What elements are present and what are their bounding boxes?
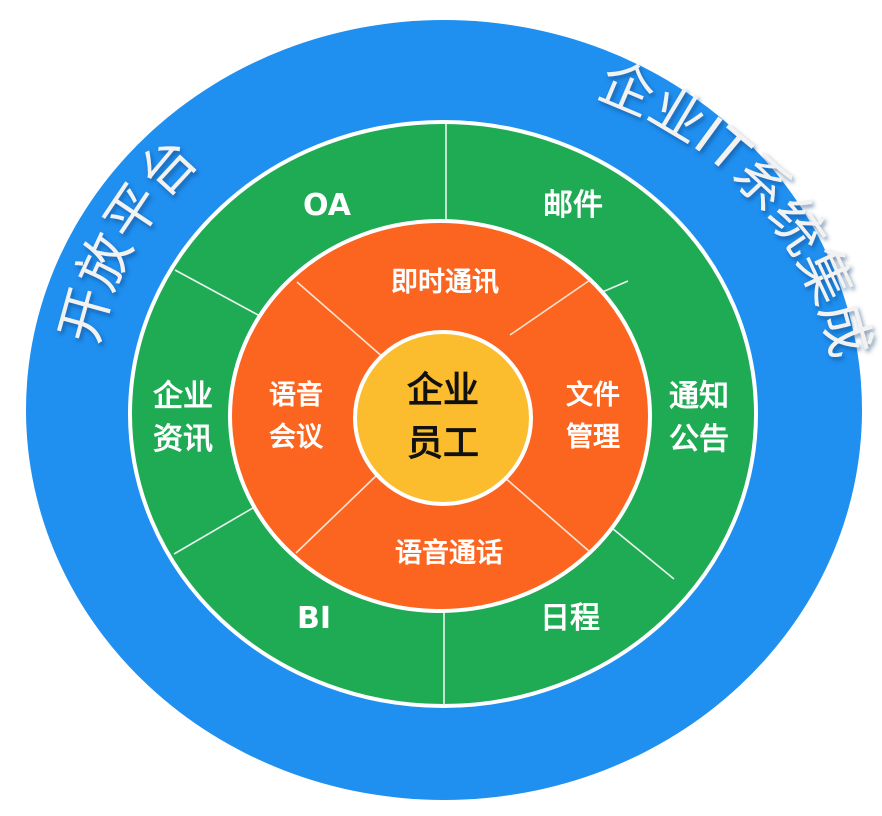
segment-schedule-label: 日程 <box>540 601 600 636</box>
segment-mail-label: 邮件 <box>543 188 603 223</box>
segment-bi-label: BI <box>297 601 331 636</box>
segment-voice-meeting-label-line1: 语音 <box>269 379 323 411</box>
segment-files-label-line1: 文件 <box>566 379 620 411</box>
segment-im-label: 即时通讯 <box>391 267 499 298</box>
segment-voice-meeting-label-line2: 会议 <box>269 422 324 453</box>
segment-notice-label-line1: 通知 <box>669 379 729 414</box>
core-label-line1: 企业 <box>407 369 479 411</box>
inner-ring-dividers <box>295 279 591 554</box>
segment-oa-label: OA <box>303 188 352 223</box>
segment-news-label-line2: 资讯 <box>153 422 213 457</box>
segment-voice-call-label: 语音通话 <box>395 537 503 569</box>
segment-files-label-line2: 管理 <box>566 422 620 453</box>
segment-notice-label-line2: 公告 <box>669 422 729 457</box>
core-circle <box>353 330 533 506</box>
core-label-line2: 员工 <box>407 423 479 464</box>
segment-news-label-line1: 企业 <box>153 379 213 414</box>
